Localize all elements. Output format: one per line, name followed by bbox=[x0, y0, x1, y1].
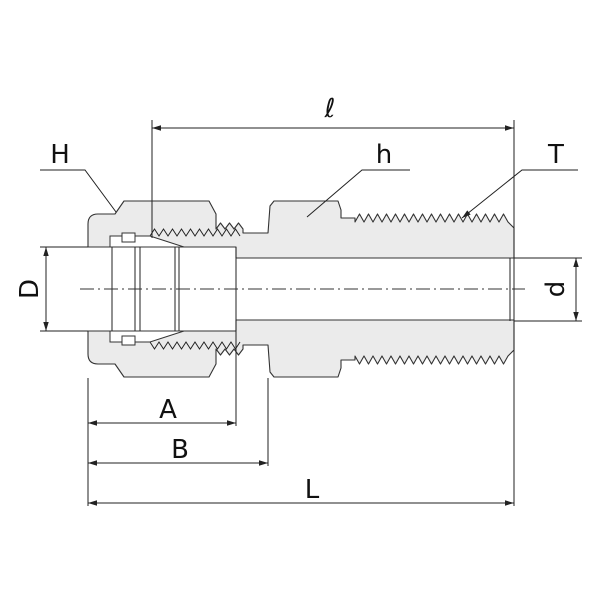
fitting-lower-half bbox=[87, 319, 515, 378]
fitting-upper-half bbox=[87, 200, 515, 259]
leader-H bbox=[40, 169, 117, 213]
leader-h bbox=[306, 169, 410, 218]
label-d: d bbox=[541, 281, 571, 298]
dimension-lines bbox=[43, 125, 579, 506]
label-D: D bbox=[15, 279, 45, 299]
leader-lines bbox=[40, 169, 578, 219]
label-B: B bbox=[171, 435, 189, 465]
extension-lines bbox=[40, 120, 582, 506]
label-L: L bbox=[305, 475, 320, 505]
nut-internal-thread bbox=[149, 228, 241, 237]
label-h: h bbox=[376, 140, 392, 170]
label-T: T bbox=[547, 140, 564, 170]
label-A: A bbox=[159, 395, 177, 425]
label-l: ℓ bbox=[324, 94, 336, 124]
label-H: H bbox=[50, 140, 70, 170]
fitting-body-outline bbox=[87, 200, 515, 259]
leader-T bbox=[461, 169, 578, 219]
back-ferrule bbox=[121, 232, 136, 243]
